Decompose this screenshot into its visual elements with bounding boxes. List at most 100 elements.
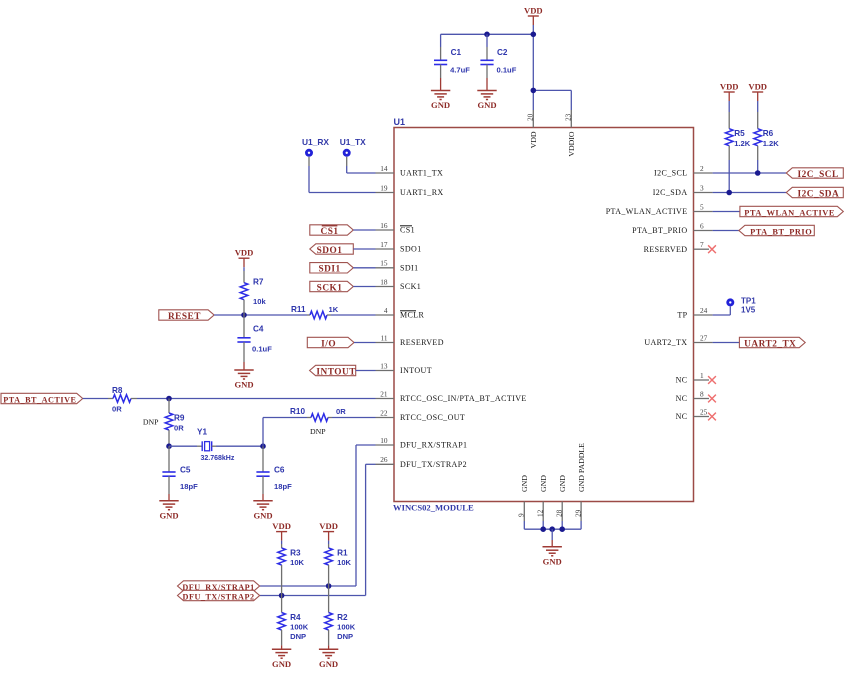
svg-text:32.768kHz: 32.768kHz (201, 455, 235, 462)
svg-text:1V5: 1V5 (741, 306, 756, 315)
svg-text:INTOUT: INTOUT (316, 367, 356, 377)
svg-text:24: 24 (700, 306, 708, 315)
svg-text:SDO1: SDO1 (317, 246, 343, 256)
svg-text:I2C_SCL: I2C_SCL (798, 170, 839, 180)
svg-text:DFU_RX/STRAP1: DFU_RX/STRAP1 (182, 583, 254, 592)
svg-text:C4: C4 (253, 325, 264, 334)
svg-text:VDD: VDD (235, 248, 254, 258)
svg-text:10: 10 (380, 436, 388, 445)
svg-text:PTA_BT_ACTIVE: PTA_BT_ACTIVE (3, 395, 76, 404)
svg-text:22: 22 (380, 408, 388, 417)
svg-text:10k: 10k (253, 297, 266, 306)
svg-text:100K: 100K (337, 623, 356, 632)
svg-text:U1_RX: U1_RX (302, 137, 329, 147)
svg-text:SCK1: SCK1 (317, 283, 343, 293)
svg-text:13: 13 (380, 361, 388, 370)
svg-text:I2C_SDA: I2C_SDA (798, 189, 840, 199)
svg-text:GND: GND (477, 100, 496, 110)
svg-text:DNP: DNP (337, 632, 353, 641)
svg-text:RESERVED: RESERVED (644, 245, 688, 254)
svg-text:26: 26 (380, 455, 388, 464)
svg-text:VDD: VDD (720, 81, 739, 91)
svg-text:I2C_SCL: I2C_SCL (654, 169, 687, 178)
svg-text:18pF: 18pF (274, 482, 292, 491)
svg-text:C6: C6 (274, 466, 285, 475)
svg-text:GND: GND (520, 475, 529, 492)
svg-text:C1: C1 (451, 48, 462, 57)
svg-text:19: 19 (380, 183, 388, 192)
svg-text:UART2_TX: UART2_TX (644, 338, 687, 347)
svg-text:TP1: TP1 (741, 296, 756, 305)
svg-text:R2: R2 (337, 613, 348, 622)
svg-text:28: 28 (554, 509, 563, 517)
svg-text:GND: GND (272, 659, 291, 669)
svg-text:INTOUT: INTOUT (400, 366, 432, 375)
svg-text:R6: R6 (763, 129, 774, 138)
svg-text:25: 25 (700, 407, 708, 416)
svg-text:2: 2 (700, 164, 704, 173)
svg-text:4.7uF: 4.7uF (450, 66, 470, 75)
svg-text:23: 23 (564, 113, 573, 121)
svg-text:17: 17 (380, 240, 388, 249)
svg-text:0R: 0R (112, 405, 122, 414)
svg-text:16: 16 (380, 221, 388, 230)
svg-text:UART1_TX: UART1_TX (400, 169, 443, 178)
svg-text:GND: GND (319, 659, 338, 669)
svg-text:20: 20 (526, 113, 535, 121)
svg-text:I/O: I/O (321, 339, 336, 349)
svg-text:VDD: VDD (272, 521, 291, 531)
svg-text:U1: U1 (394, 117, 406, 127)
svg-text:18pF: 18pF (180, 482, 198, 491)
svg-text:VDDIO: VDDIO (567, 131, 576, 156)
svg-text:DNP: DNP (310, 427, 326, 436)
svg-text:GND: GND (159, 510, 178, 520)
svg-text:Y1: Y1 (197, 427, 207, 436)
svg-text:3: 3 (700, 183, 704, 192)
svg-text:RESERVED: RESERVED (400, 338, 444, 347)
svg-text:GND PADDLE: GND PADDLE (577, 443, 586, 492)
svg-text:NC: NC (676, 376, 688, 385)
svg-text:VDD: VDD (319, 521, 338, 531)
svg-text:GND: GND (253, 510, 272, 520)
svg-text:18: 18 (380, 277, 388, 286)
svg-text:R4: R4 (290, 613, 301, 622)
svg-text:DFU_RX/STRAP1: DFU_RX/STRAP1 (400, 441, 467, 450)
svg-text:0R: 0R (174, 424, 184, 433)
svg-text:MCLR: MCLR (400, 311, 425, 320)
svg-text:GND: GND (234, 380, 253, 390)
svg-text:R9: R9 (174, 414, 185, 423)
svg-text:PTA_WLAN_ACTIVE: PTA_WLAN_ACTIVE (606, 207, 688, 216)
svg-text:C2: C2 (497, 48, 508, 57)
svg-text:I2C_SDA: I2C_SDA (653, 188, 688, 197)
svg-text:R7: R7 (253, 277, 264, 286)
svg-text:C5: C5 (180, 466, 191, 475)
svg-text:21: 21 (380, 389, 388, 398)
svg-text:15: 15 (380, 259, 388, 268)
svg-text:1.2K: 1.2K (763, 139, 780, 148)
svg-text:R11: R11 (291, 305, 306, 314)
svg-text:0R: 0R (336, 407, 346, 416)
svg-text:9: 9 (517, 513, 526, 517)
svg-text:UART1_RX: UART1_RX (400, 188, 444, 197)
svg-text:RESET: RESET (168, 312, 201, 322)
svg-text:DFU_TX/STRAP2: DFU_TX/STRAP2 (400, 460, 467, 469)
svg-text:14: 14 (380, 164, 388, 173)
svg-text:1.2K: 1.2K (734, 139, 751, 148)
svg-text:R3: R3 (290, 548, 301, 557)
svg-text:GND: GND (543, 556, 562, 566)
svg-text:PTA_BT_PRIO: PTA_BT_PRIO (750, 227, 812, 236)
svg-text:VDD: VDD (524, 5, 543, 15)
svg-text:R5: R5 (734, 129, 745, 138)
svg-text:29: 29 (573, 509, 582, 517)
svg-text:NC: NC (676, 394, 688, 403)
svg-text:DFU_TX/STRAP2: DFU_TX/STRAP2 (183, 592, 255, 601)
svg-text:UART2_TX: UART2_TX (744, 339, 796, 349)
svg-text:R10: R10 (290, 407, 305, 416)
svg-text:7: 7 (700, 240, 704, 249)
svg-text:VDD: VDD (529, 131, 538, 148)
svg-text:SDO1: SDO1 (400, 245, 422, 254)
svg-text:11: 11 (380, 333, 387, 342)
svg-text:GND: GND (431, 100, 450, 110)
svg-text:27: 27 (700, 333, 708, 342)
svg-text:10K: 10K (337, 558, 351, 567)
